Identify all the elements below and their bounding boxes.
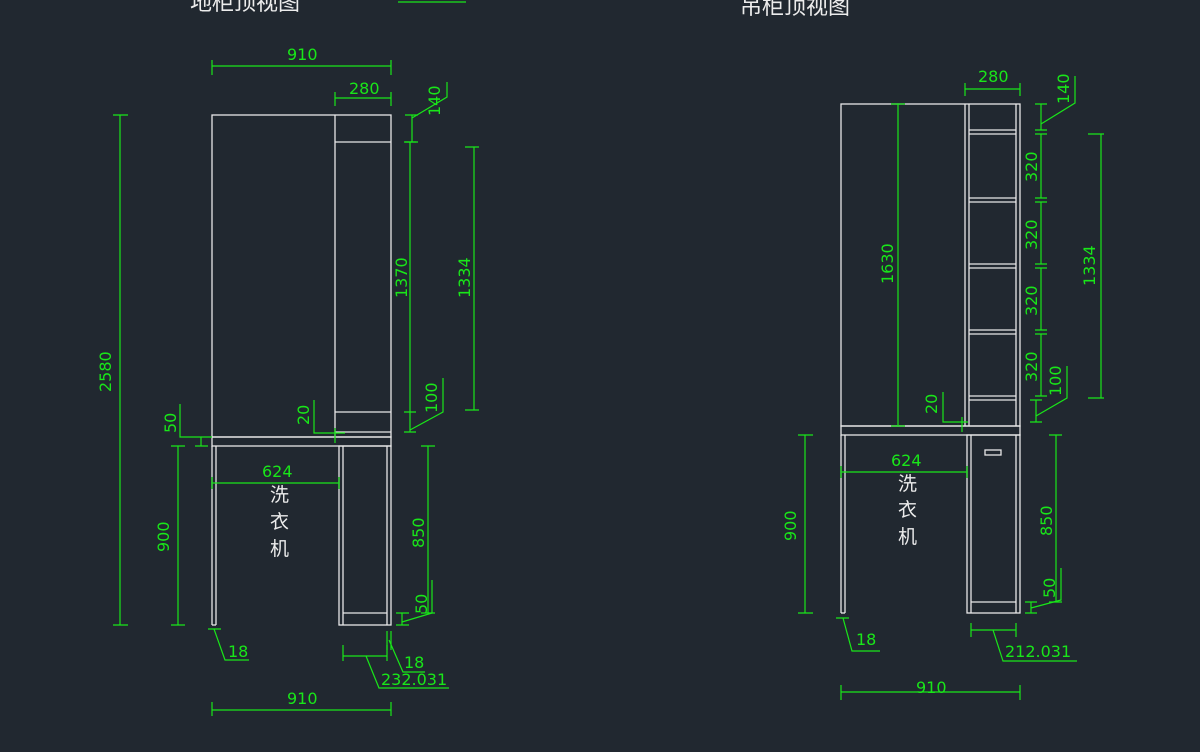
dimension-width-top: 910 (211, 45, 392, 75)
svg-text:20: 20 (922, 394, 941, 414)
left-view-title: 地柜顶视图 (190, 0, 300, 16)
svg-text:624: 624 (262, 462, 293, 481)
dimension-shelf-3: 320 (1022, 267, 1047, 331)
svg-text:232.031: 232.031 (381, 670, 447, 689)
svg-text:320: 320 (1022, 219, 1041, 250)
dimension-total-height: 2580 (96, 114, 128, 626)
svg-text:850: 850 (1037, 505, 1056, 536)
dimension-board: 20 (922, 392, 968, 432)
dimension-base-plinth: 50 (396, 580, 433, 626)
dimension-side-width: 232.031 (342, 645, 449, 689)
dimension-shelf-2: 320 (1022, 201, 1047, 265)
svg-text:50: 50 (1040, 578, 1059, 598)
dimension-side-leg: 18 (386, 631, 425, 673)
svg-text:850: 850 (409, 517, 428, 548)
svg-text:910: 910 (287, 689, 318, 708)
right-view-title: 吊柜顶视图 (740, 0, 850, 20)
svg-text:280: 280 (978, 67, 1009, 86)
svg-text:910: 910 (916, 678, 947, 697)
svg-text:18: 18 (856, 630, 876, 649)
svg-text:18: 18 (404, 653, 424, 672)
dimension-inner-height: 1370 (392, 141, 416, 413)
dimension-board: 20 (294, 400, 345, 443)
svg-text:1630: 1630 (878, 243, 897, 284)
svg-text:2580: 2580 (96, 351, 115, 392)
dimension-bottom-gap: 100 (404, 378, 444, 433)
dimension-shelf-span: 1334 (455, 146, 479, 411)
dimension-shelf-span: 1334 (1080, 133, 1104, 399)
svg-text:140: 140 (425, 85, 444, 116)
dimension-tall-unit-width: 280 (334, 79, 392, 106)
dimension-top-gap: 140 (405, 82, 448, 143)
dimension-leg: 18 (836, 617, 880, 652)
dimension-base-inner: 850 (409, 445, 435, 614)
svg-text:900: 900 (781, 510, 800, 541)
svg-text:1334: 1334 (1080, 245, 1099, 286)
washer-label-2: 衣 (270, 511, 289, 533)
svg-text:50: 50 (412, 594, 431, 614)
dimension-washer-width: 624 (211, 462, 340, 489)
dimension-bottom-gap: 100 (1030, 365, 1068, 423)
dimension-leg: 18 (208, 628, 249, 661)
right-cabinet-outline (840, 103, 1021, 614)
dimension-shelf-4: 320 (1022, 333, 1047, 397)
dimension-base-inner: 850 (1037, 434, 1062, 603)
left-cabinet-outline (211, 114, 392, 626)
right-view: 吊柜顶视图 洗 衣 机 (740, 0, 1104, 700)
dimension-shelf-1: 320 (1022, 133, 1047, 199)
svg-text:320: 320 (1022, 151, 1041, 182)
svg-text:1370: 1370 (392, 257, 411, 298)
washer-label-3: 机 (898, 526, 917, 548)
dimension-width-bottom: 910 (211, 689, 392, 716)
svg-text:280: 280 (349, 79, 380, 98)
dimension-inner-height: 1630 (878, 103, 905, 427)
svg-text:140: 140 (1054, 73, 1073, 104)
dimension-base-height: 900 (154, 445, 185, 626)
washer-label-2: 衣 (898, 499, 917, 521)
dimension-side-width: 212.031 (970, 623, 1077, 662)
svg-text:212.031: 212.031 (1005, 642, 1071, 661)
dimension-washer-width: 624 (840, 451, 968, 478)
svg-text:624: 624 (891, 451, 922, 470)
svg-text:100: 100 (422, 382, 441, 413)
svg-text:900: 900 (154, 521, 173, 552)
dimension-base-height: 900 (781, 434, 813, 614)
svg-text:320: 320 (1022, 351, 1041, 382)
svg-text:910: 910 (287, 45, 318, 64)
svg-text:20: 20 (294, 405, 313, 425)
washer-label-1: 洗 (898, 473, 917, 495)
washer-label-1: 洗 (270, 484, 289, 506)
dimension-base-plinth: 50 (1025, 568, 1062, 614)
svg-text:1334: 1334 (455, 257, 474, 298)
svg-text:50: 50 (161, 413, 180, 433)
dimension-width-bottom: 910 (840, 678, 1021, 700)
svg-text:100: 100 (1046, 365, 1065, 396)
svg-text:18: 18 (228, 642, 248, 661)
dimension-top-gap: 140 (1035, 73, 1076, 131)
left-view: 地柜顶视图 洗 衣 机 910 280 (96, 0, 479, 716)
svg-text:320: 320 (1022, 285, 1041, 316)
dimension-counter: 50 (161, 404, 212, 447)
dimension-tall-unit-width: 280 (964, 67, 1021, 96)
washer-label-3: 机 (270, 538, 289, 560)
